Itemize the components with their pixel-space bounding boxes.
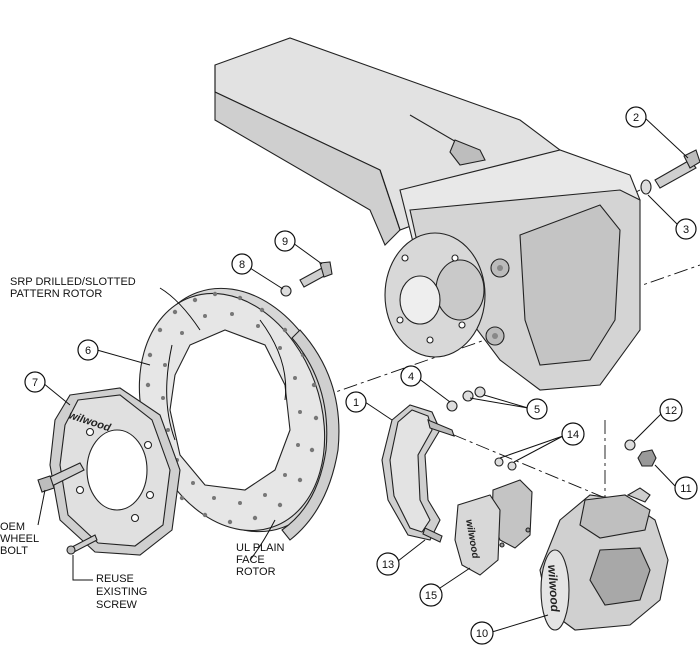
svg-text:14: 14 [567, 429, 579, 441]
callout-12: 12 [633, 398, 683, 442]
rotor-hat-adapter: wilwood [49, 387, 181, 556]
caliper-bracket [381, 404, 455, 543]
ul-plain-face-rotor [281, 329, 340, 541]
label-oem-bolt: OEM WHEEL BOLT [0, 489, 46, 557]
svg-text:OEM: OEM [0, 521, 25, 533]
callout-3: 3 [647, 194, 697, 240]
svg-text:SCREW: SCREW [96, 599, 138, 611]
svg-text:WHEEL: WHEEL [0, 533, 39, 545]
callout-13: 13 [376, 539, 426, 576]
svg-text:2: 2 [633, 112, 639, 124]
bracket-bolt [299, 261, 333, 288]
caliper-logo: wilwood [545, 564, 562, 613]
callout-7: 7 [24, 371, 71, 406]
rotor-drill-holes [145, 291, 319, 525]
shim-washer-14b [507, 461, 517, 471]
svg-text:FACE: FACE [236, 554, 265, 566]
mount-washer [640, 179, 652, 195]
caliper-nut [637, 449, 657, 467]
svg-text:ROTOR: ROTOR [236, 566, 276, 578]
svg-text:REUSE: REUSE [96, 573, 134, 585]
brake-caliper: wilwood [539, 487, 669, 631]
svg-text:7: 7 [32, 377, 38, 389]
callout-5: 5 [469, 394, 548, 420]
svg-text:EXISTING: EXISTING [96, 586, 147, 598]
shim-washer-5a [462, 390, 474, 402]
svg-text:13: 13 [382, 559, 394, 571]
svg-text:12: 12 [665, 405, 677, 417]
bracket-washer [280, 285, 292, 297]
svg-text:11: 11 [680, 483, 691, 495]
callout-14: 14 [499, 422, 585, 463]
callout-15: 15 [419, 567, 471, 607]
spindle-knuckle [214, 37, 641, 391]
shim-washer-4 [446, 400, 458, 412]
svg-text:8: 8 [239, 259, 245, 271]
svg-text:5: 5 [534, 404, 540, 416]
callout-1: 1 [345, 391, 393, 421]
callout-10: 10 [470, 614, 549, 645]
oem-wheel-bolt [37, 462, 85, 493]
label-srp-rotor: SRP DRILLED/SLOTTED PATTERN ROTOR [10, 276, 201, 331]
caliper-mount-bolt [654, 149, 700, 189]
shim-washer-5b [474, 386, 486, 398]
svg-text:6: 6 [85, 345, 91, 357]
callout-4: 4 [400, 365, 451, 403]
caliper-washer [624, 439, 636, 451]
label-reuse-screw: REUSE EXISTING SCREW [72, 555, 147, 611]
svg-text:10: 10 [476, 628, 488, 640]
brake-pads: wilwood [454, 479, 533, 576]
callout-2: 2 [625, 106, 689, 159]
svg-text:1: 1 [353, 397, 359, 409]
svg-text:4: 4 [408, 371, 414, 383]
callout-8: 8 [231, 253, 284, 290]
label-ul-rotor: UL PLAIN FACE ROTOR [236, 519, 285, 578]
srp-drilled-slotted-rotor [138, 287, 337, 533]
callout-11: 11 [654, 464, 698, 500]
existing-screw [66, 534, 98, 555]
svg-text:3: 3 [683, 224, 689, 236]
svg-text:UL PLAIN: UL PLAIN [236, 542, 285, 554]
svg-text:SRP DRILLED/SLOTTED: SRP DRILLED/SLOTTED [10, 276, 136, 288]
svg-text:15: 15 [425, 590, 437, 602]
svg-text:PATTERN ROTOR: PATTERN ROTOR [10, 288, 102, 300]
svg-text:BOLT: BOLT [0, 545, 28, 557]
svg-text:9: 9 [282, 236, 288, 248]
callout-6: 6 [77, 339, 151, 366]
callout-9: 9 [274, 230, 323, 265]
wheel-hub [384, 232, 486, 358]
shim-washer-14a [494, 457, 504, 467]
